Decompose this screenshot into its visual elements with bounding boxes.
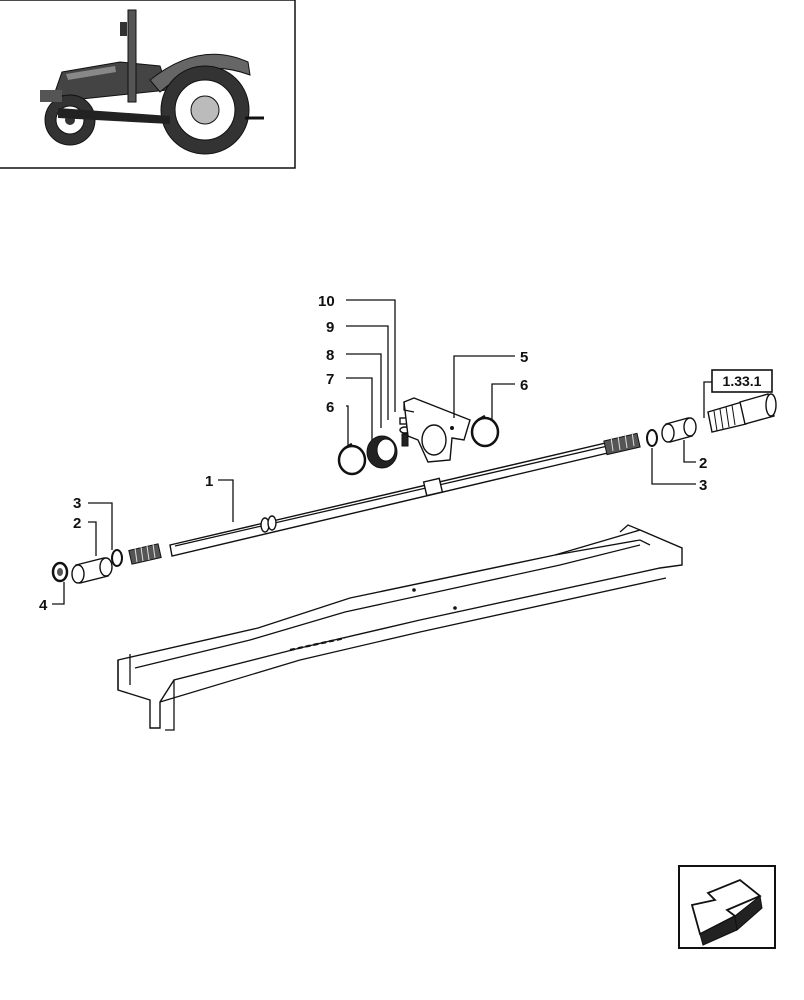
reference-box[interactable]: 1.33.1 [711, 369, 773, 393]
callout-6-left: 6 [326, 399, 334, 416]
callout-10: 10 [318, 293, 335, 310]
leader-lines [52, 299, 712, 605]
drive-shaft [128, 431, 641, 565]
callout-2-left: 2 [73, 515, 81, 532]
callout-4: 4 [39, 597, 48, 614]
callout-3-right: 3 [699, 477, 707, 494]
chassis-frame [117, 524, 683, 731]
circlip-right [470, 414, 500, 448]
right-sleeve [661, 417, 697, 443]
coupling [707, 393, 777, 433]
left-ring [111, 549, 123, 567]
circlip-left [337, 442, 367, 476]
callout-5: 5 [520, 349, 528, 366]
left-circlip [51, 561, 69, 583]
callout-2-right: 2 [699, 455, 707, 472]
callout-3-left: 3 [73, 495, 81, 512]
callout-8: 8 [326, 347, 334, 364]
reference-label[interactable]: 1.33.1 [723, 373, 762, 389]
callout-1: 1 [205, 473, 213, 490]
callout-9: 9 [326, 319, 334, 336]
callout-7: 7 [326, 371, 334, 388]
right-ring [646, 429, 658, 447]
support-bracket [403, 397, 471, 463]
left-sleeve [71, 557, 113, 584]
back-arrow-icon[interactable] [678, 865, 776, 949]
tractor-thumbnail [0, 0, 296, 169]
callout-6-right: 6 [520, 377, 528, 394]
tractor-icon [40, 9, 264, 155]
bearing [366, 435, 398, 469]
